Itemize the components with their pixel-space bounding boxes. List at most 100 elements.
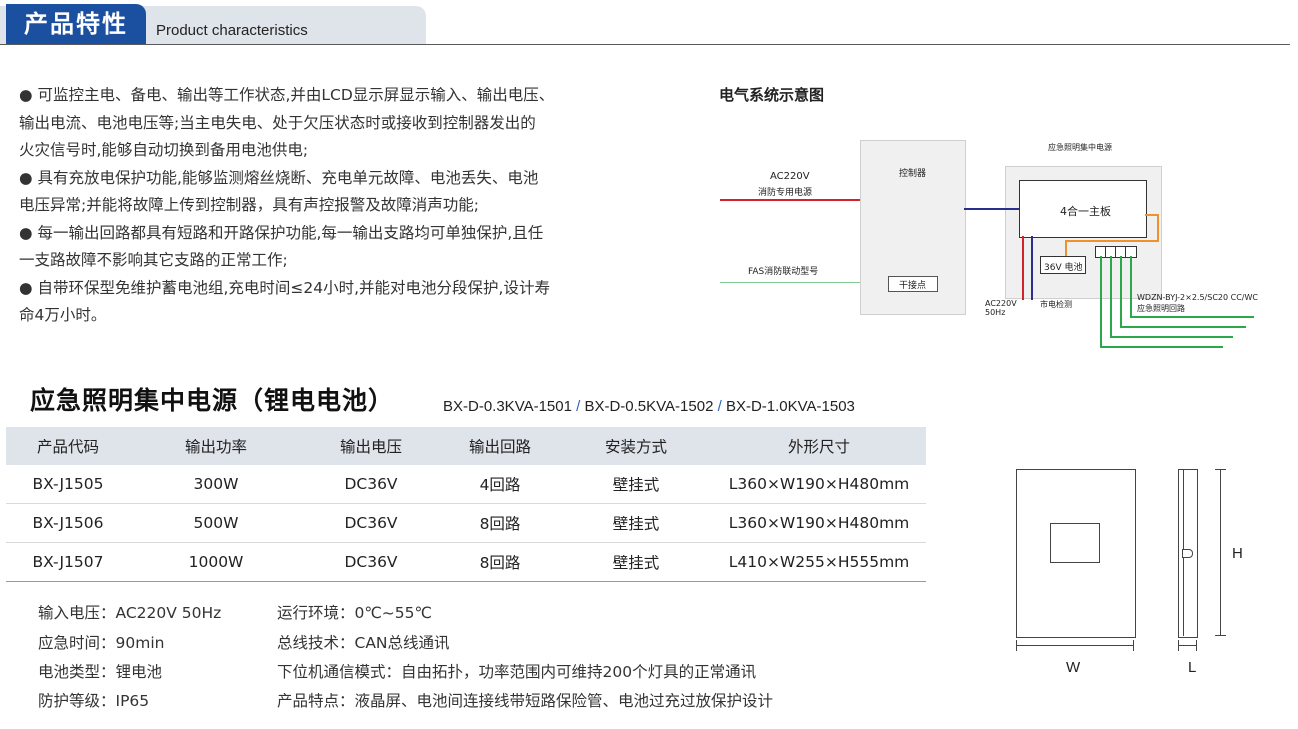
model-code: BX-D-0.3KVA-1501 bbox=[443, 398, 572, 415]
terminal-divider bbox=[1115, 246, 1116, 257]
terminal-divider bbox=[1125, 246, 1126, 257]
length-label: L bbox=[1188, 659, 1197, 676]
length-tick bbox=[1196, 640, 1197, 651]
output-wire bbox=[1110, 336, 1233, 338]
spec-emergency-time: 应急时间：90min bbox=[38, 634, 165, 652]
model-list: BX-D-0.3KVA-1501 / BX-D-0.5KVA-1502 / BX… bbox=[443, 398, 855, 415]
output-wire bbox=[1130, 316, 1254, 318]
table-cell: 300W bbox=[193, 475, 239, 493]
power-unit-label: 应急照明集中电源 bbox=[1048, 143, 1112, 152]
spec-environment: 运行环境：0℃~55℃ bbox=[277, 604, 432, 622]
table-cell: 壁挂式 bbox=[612, 554, 660, 572]
table-row: BX-J1505 300W DC36V 4回路 壁挂式 L360×W190×H4… bbox=[6, 465, 926, 504]
electrical-diagram: AC220V 消防专用电源 FAS消防联动型号 控制器 干接点 应急照明集中电源… bbox=[715, 130, 1295, 355]
feature-line: 一支路故障不影响其它支路的正常工作; bbox=[19, 251, 288, 269]
model-separator: / bbox=[713, 398, 726, 415]
height-tick bbox=[1215, 469, 1226, 470]
section-subtitle: Product characteristics bbox=[156, 22, 308, 39]
table-cell: 8回路 bbox=[479, 554, 521, 572]
table-cell: 壁挂式 bbox=[612, 476, 660, 494]
table-cell: L410×W255×H555mm bbox=[728, 553, 910, 571]
table-cell: BX-J1507 bbox=[32, 553, 104, 571]
table-cell: DC36V bbox=[344, 514, 398, 532]
table-cell: 8回路 bbox=[479, 515, 521, 533]
fas-label: FAS消防联动型号 bbox=[748, 267, 819, 277]
feature-line: ● 自带环保型免维护蓄电池组,充电时间≤24小时,并能对电池分段保护,设计寿 bbox=[19, 278, 550, 297]
feature-line: ● 每一输出回路都具有短路和开路保护功能,每一输出支路均可单独保护,且任 bbox=[19, 223, 544, 242]
battery-label: 36V 电池 bbox=[1044, 263, 1083, 273]
width-dimension-line bbox=[1016, 645, 1134, 646]
table-header-cell: 外形尺寸 bbox=[787, 438, 850, 456]
width-tick bbox=[1133, 640, 1134, 651]
battery-box bbox=[1040, 256, 1086, 274]
height-label: H bbox=[1232, 545, 1243, 562]
output-wire bbox=[1120, 256, 1122, 328]
table-header-cell: 输出功率 bbox=[184, 438, 247, 456]
table-header-row: 产品代码 输出功率 输出电压 输出回路 安装方式 外形尺寸 bbox=[6, 427, 926, 465]
output-wire bbox=[1120, 326, 1246, 328]
spec-communication: 下位机通信模式：自由拓扑，功率范围内可维持200个灯具的正常通讯 bbox=[277, 663, 757, 681]
length-dimension-line bbox=[1178, 645, 1197, 646]
fas-line bbox=[720, 282, 860, 283]
table-cell: BX-J1505 bbox=[32, 475, 104, 493]
width-tick bbox=[1016, 640, 1017, 651]
main-board-label: 4合一主板 bbox=[1060, 205, 1111, 218]
table-header-cell: 输出电压 bbox=[339, 438, 402, 456]
product-title: 应急照明集中电源（锂电电池） bbox=[30, 386, 395, 415]
section-title: 产品特性 bbox=[6, 4, 146, 44]
table-row: BX-J1507 1000W DC36V 8回路 壁挂式 L410×W255×H… bbox=[6, 543, 926, 582]
height-dimension-line bbox=[1220, 469, 1221, 636]
main-board-box bbox=[1019, 180, 1147, 238]
output-wire bbox=[1100, 346, 1223, 348]
spec-input-voltage: 输入电压：AC220V 50Hz bbox=[38, 604, 222, 622]
controller-label: 控制器 bbox=[899, 169, 927, 179]
height-tick bbox=[1215, 635, 1226, 636]
circuit-label: 应急照明回路 bbox=[1137, 304, 1185, 313]
orange-wire bbox=[1065, 240, 1067, 256]
spec-table: 产品代码 输出功率 输出电压 输出回路 安装方式 外形尺寸 BX-J1505 3… bbox=[6, 427, 926, 582]
feature-line: ● 具有充放电保护功能,能够监测熔丝烧断、充电单元故障、电池丢失、电池 bbox=[19, 168, 539, 187]
width-label: W bbox=[1066, 659, 1081, 676]
front-view bbox=[1016, 469, 1136, 638]
ac-down-wire bbox=[1022, 236, 1024, 300]
orange-wire bbox=[1145, 214, 1159, 216]
table-cell: 1000W bbox=[188, 553, 244, 571]
table-row: BX-J1506 500W DC36V 8回路 壁挂式 L360×W190×H4… bbox=[6, 504, 926, 543]
dry-contact-label: 干接点 bbox=[899, 281, 927, 291]
model-separator: / bbox=[571, 398, 585, 415]
table-cell: BX-J1506 bbox=[32, 514, 104, 532]
length-tick bbox=[1178, 640, 1179, 651]
output-wire bbox=[1130, 256, 1132, 318]
spec-bus: 总线技术：CAN总线通讯 bbox=[277, 634, 450, 652]
feature-line: ● 可监控主电、备电、输出等工作状态,并由LCD显示屏显示输入、输出电压、 bbox=[19, 86, 555, 104]
fire-power-label: 消防专用电源 bbox=[758, 188, 813, 198]
feature-line: 火灾信号时,能够自动切换到备用电池供电; bbox=[19, 141, 309, 159]
table-cell: 4回路 bbox=[479, 476, 521, 494]
spec-protection: 防护等级：IP65 bbox=[38, 692, 150, 710]
orange-wire bbox=[1157, 214, 1159, 242]
bus-line bbox=[964, 208, 1019, 210]
freq-label: 50Hz bbox=[985, 308, 1006, 317]
ac-input-line bbox=[720, 199, 860, 201]
model-code: BX-D-1.0KVA-1503 bbox=[725, 398, 855, 415]
feature-line: 命4万小时。 bbox=[19, 306, 107, 324]
feature-line: 输出电流、电池电压等;当主电失电、处于欠压状态时或接收到控制器发出的 bbox=[19, 113, 536, 132]
side-view bbox=[1178, 469, 1198, 638]
table-cell: DC36V bbox=[344, 553, 398, 571]
feature-list: ● 可监控主电、备电、输出等工作状态,并由LCD显示屏显示输入、输出电压、 输出… bbox=[19, 82, 609, 330]
dry-contact-box bbox=[888, 276, 938, 292]
cable-spec-label: WDZN-BYJ-2×2.5/SC20 CC/WC bbox=[1137, 293, 1258, 302]
table-cell: 壁挂式 bbox=[612, 515, 660, 533]
mains-detect-wire bbox=[1031, 236, 1033, 300]
ac-input-label: AC220V bbox=[770, 171, 810, 182]
output-wire bbox=[1100, 256, 1102, 348]
ac-bottom-label: AC220V bbox=[985, 299, 1017, 308]
display-window bbox=[1050, 523, 1100, 563]
model-code: BX-D-0.5KVA-1502 bbox=[584, 398, 714, 415]
terminal-divider bbox=[1105, 246, 1106, 257]
spec-features: 产品特点：液晶屏、电池间连接线带短路保险管、电池过充过放保护设计 bbox=[277, 692, 774, 710]
table-cell: L360×W190×H480mm bbox=[728, 514, 910, 532]
mains-detect-label: 市电检测 bbox=[1040, 300, 1072, 309]
table-header-cell: 产品代码 bbox=[36, 438, 99, 456]
hinge-icon bbox=[1182, 549, 1193, 558]
